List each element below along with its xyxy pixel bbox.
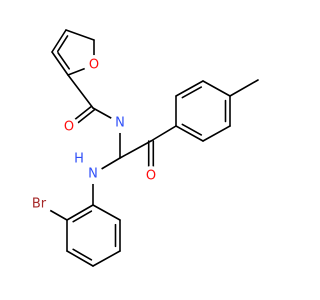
atom-label-h_amine: H xyxy=(74,152,84,167)
atom-label-br: Br xyxy=(32,197,47,212)
atom-background-n_amine xyxy=(83,164,103,184)
bond-tolyl-2-3 xyxy=(175,80,204,97)
bond-tolyl-6-1-inner xyxy=(181,123,203,136)
atom-label-n_amide: N xyxy=(115,116,125,131)
atom-background-n_amide xyxy=(110,113,130,133)
bond-furan-c3-c4-inner xyxy=(56,35,69,53)
atom-background-o_ketone xyxy=(141,166,161,186)
bond-bromophenyl-1-2 xyxy=(66,204,94,221)
bond-furan-c2-c3-inner xyxy=(57,51,70,70)
atom-label-o_furan: O xyxy=(89,58,99,73)
bond-furan-carbonyl xyxy=(67,74,94,109)
bond-bromophenyl-3-4 xyxy=(66,250,94,267)
bond-tolyl-2-3-inner xyxy=(181,86,203,99)
bond-bromophenyl-4-5 xyxy=(92,250,121,267)
atom-label-o_amide: O xyxy=(64,120,74,135)
bond-furan-c4-c5 xyxy=(65,29,95,41)
bond-bromophenyl-1-2-inner xyxy=(72,210,93,223)
atom-label-o_ketone: O xyxy=(146,169,156,184)
atom-background-o_furan xyxy=(84,55,104,75)
atom-background-o_amide xyxy=(59,117,79,137)
bond-furan-c2-c3 xyxy=(51,51,69,76)
atom-background-br xyxy=(26,191,52,217)
bond-alpha-carbon-ketone xyxy=(119,140,152,159)
bond-bromophenyl-6-1 xyxy=(92,204,121,221)
atom-label-n_amine: N xyxy=(88,167,98,182)
bond-tolyl-5-6 xyxy=(202,125,231,142)
bond-tolyl-methyl xyxy=(229,79,259,97)
bond-tolyl-3-4 xyxy=(202,80,231,97)
bond-furan-c3-c4 xyxy=(51,29,67,53)
bond-bromophenyl-3-4-inner xyxy=(72,248,93,261)
bond-layer xyxy=(38,29,259,267)
bond-ketone-tolyl xyxy=(150,125,177,142)
bond-tolyl-6-1 xyxy=(175,125,204,142)
